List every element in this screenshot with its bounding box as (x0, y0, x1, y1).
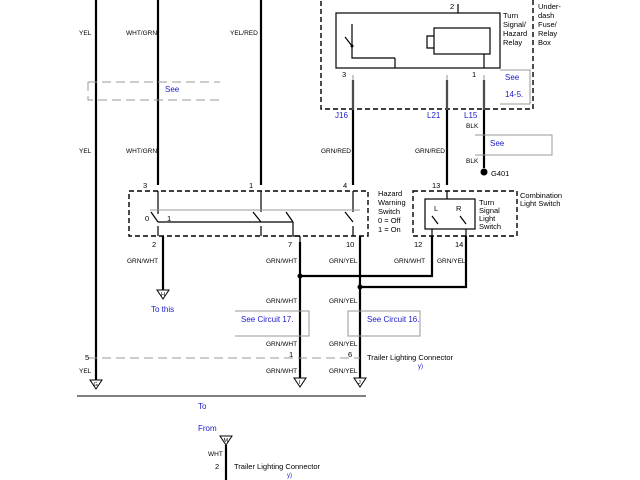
hz-pin-10: 10 (346, 240, 354, 249)
marker-j (353, 377, 367, 388)
turn-signal-relay-box (335, 12, 501, 69)
wire-label-yel-bottom: YEL (79, 368, 92, 375)
turn-signal-light-switch-name: Turn Signal Light Switch (479, 198, 502, 231)
tc-pin-5: 5 (85, 353, 89, 362)
wire-label-yel-red: YEL/RED (230, 30, 258, 37)
hz-pin-2: 2 (152, 240, 156, 249)
wire-label-wht-grn-mid: WHT/GRN (126, 148, 157, 155)
to-link[interactable]: To (198, 402, 207, 411)
marker-h (156, 289, 170, 300)
wire-label-grn-wht-4: GRN/WHT (266, 298, 297, 305)
wire-grn-yel-cs14 (360, 236, 468, 289)
svg-text:H: H (161, 292, 165, 298)
svg-text:J: J (358, 380, 361, 386)
switch-pos-1: 1 (167, 214, 171, 223)
wire-label-grn-yel-2: GRN/YEL (437, 258, 466, 265)
wire-grn-wht-cs12 (300, 236, 434, 278)
wire-label-grn-yel-1: GRN/YEL (329, 258, 358, 265)
see-link-left[interactable]: See (165, 85, 180, 94)
trailer-connector-2-name: Trailer Lighting Connector (234, 462, 321, 471)
wire-label-grn-yel-4: GRN/YEL (329, 341, 358, 348)
wire-label-grn-wht-5: GRN/WHT (266, 341, 297, 348)
hz-pin-7: 7 (288, 240, 292, 249)
svg-text:G: G (94, 382, 98, 388)
wire-label-grn-wht-2: GRN/WHT (266, 258, 297, 265)
wire-label-grn-yel-3: GRN/YEL (329, 298, 358, 305)
marker-i (293, 377, 307, 388)
hz-pin-3: 3 (143, 181, 147, 190)
hz-pin-1: 1 (249, 181, 253, 190)
relay-name: Turn Signal/ Hazard Relay (503, 11, 529, 47)
tc-pin-1: 1 (289, 350, 293, 359)
relay-pin-1: 1 (472, 70, 476, 79)
see-14-5-link[interactable]: 14-5. (505, 90, 523, 99)
wire-label-grn-wht-1: GRN/WHT (127, 258, 158, 265)
see-circuit-16-link[interactable]: See Circuit 16. (367, 315, 419, 324)
fuse-box-name: Under- dash Fuse/ Relay Box (538, 2, 563, 47)
svg-text:M: M (224, 438, 229, 444)
cs-pin-13: 13 (432, 181, 440, 190)
wire-label-blk-1: BLK (466, 123, 479, 130)
connector-l15: L15 (464, 111, 478, 120)
wire-label-wht-grn-top: WHT/GRN (126, 30, 157, 37)
ground-g401-label: G401 (491, 169, 509, 178)
see-link-fuse-box[interactable]: See (505, 73, 520, 82)
y-link-2[interactable]: y) (287, 473, 292, 479)
hazard-switch-name: Hazard Warning Switch 0 = Off 1 = On (378, 189, 408, 234)
wire-label-yel-mid: YEL (79, 148, 92, 155)
wire-label-grn-wht-3: GRN/WHT (394, 258, 425, 265)
to-this-link[interactable]: To this (151, 305, 174, 314)
tc2-pin-2: 2 (215, 462, 219, 471)
svg-text:I: I (299, 380, 301, 386)
wire-label-blk-2: BLK (466, 158, 479, 165)
switch-pos-0: 0 (145, 214, 149, 223)
ground-g401-symbol (480, 168, 488, 176)
from-link[interactable]: From (198, 424, 217, 433)
connector-l21: L21 (427, 111, 441, 120)
see-circuit-17-link[interactable]: See Circuit 17. (241, 315, 293, 324)
marker-m (219, 435, 233, 446)
wire-label-grn-red: GRN/RED (321, 148, 351, 155)
connector-j16: J16 (335, 111, 348, 120)
wire-label-grn-wht-6: GRN/WHT (266, 368, 297, 375)
marker-g (89, 379, 103, 390)
hazard-warning-switch-box (128, 190, 369, 237)
tc-pin-6: 6 (348, 350, 352, 359)
wire-label-yel-top: YEL (79, 30, 92, 37)
cs-pin-14: 14 (455, 240, 463, 249)
trailer-connector-1-name: Trailer Lighting Connector (367, 353, 454, 362)
wire-label-grn-yel-5: GRN/YEL (329, 368, 358, 375)
y-link-1[interactable]: y) (418, 364, 423, 370)
see-link-ground[interactable]: See (490, 139, 505, 148)
cs-left-label: L (434, 204, 438, 213)
combination-switch-name: Combination Light Switch (520, 191, 564, 208)
hz-pin-4: 4 (343, 181, 347, 190)
wire-label-grn-red-2: GRN/RED (415, 148, 445, 155)
cs-pin-12: 12 (414, 240, 422, 249)
relay-pin-2: 2 (450, 2, 454, 11)
relay-pin-3: 3 (342, 70, 346, 79)
cs-right-label: R (456, 204, 462, 213)
relay-coil (433, 27, 491, 55)
fuse-box-outline (320, 0, 534, 110)
wire-label-wht: WHT (208, 451, 223, 458)
